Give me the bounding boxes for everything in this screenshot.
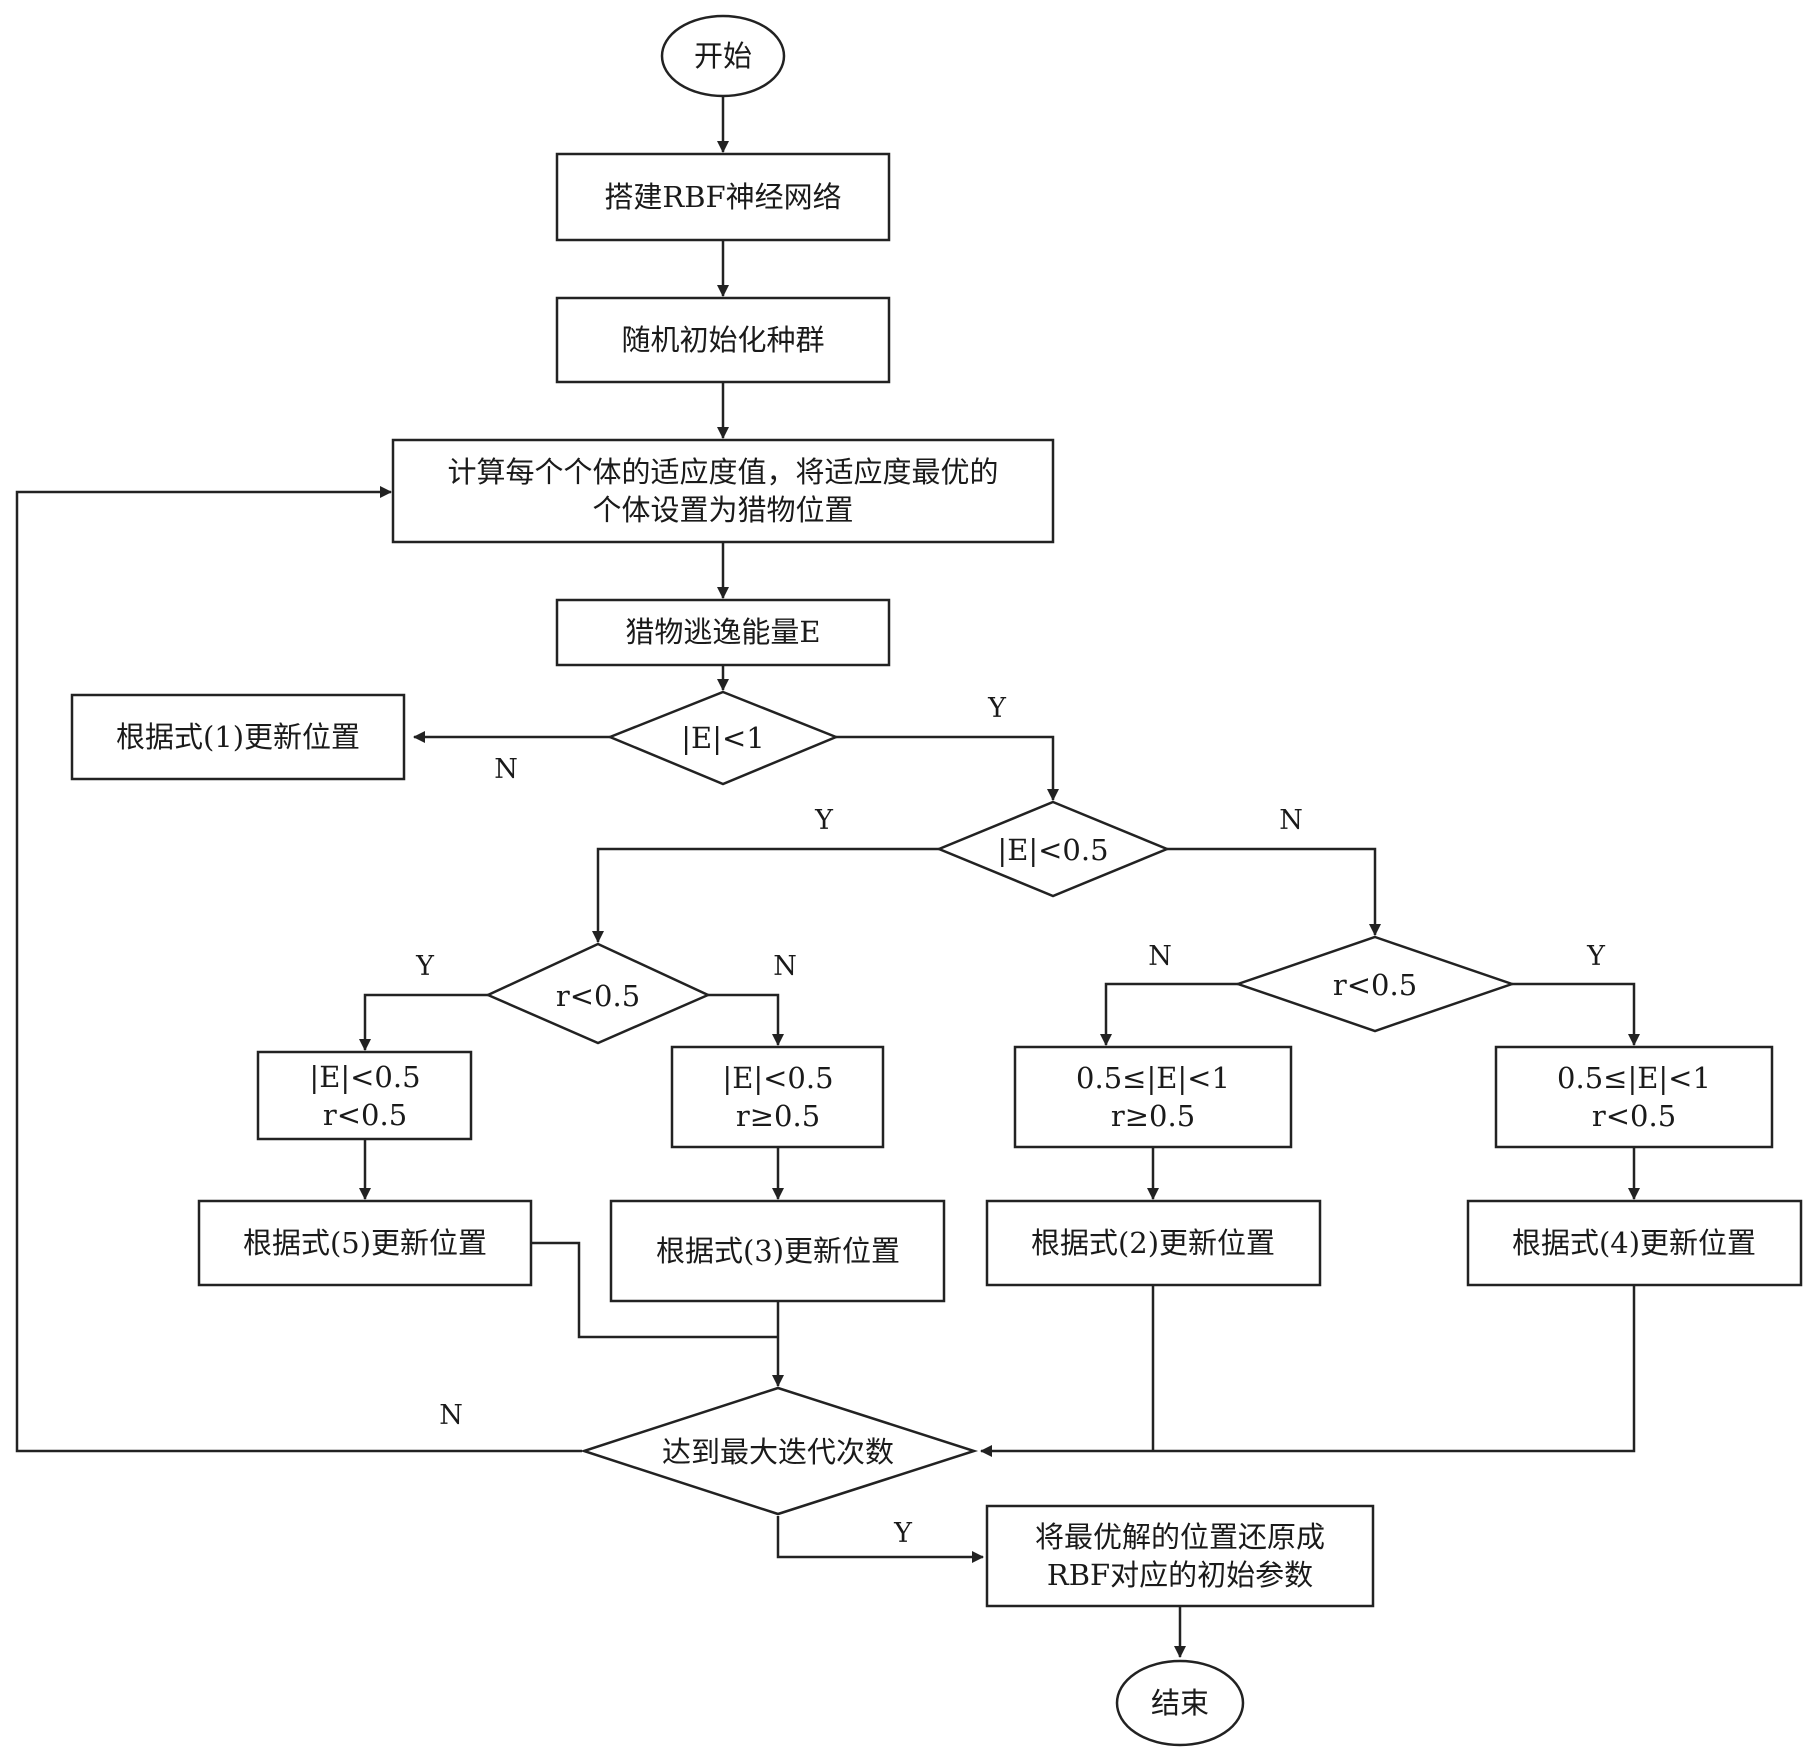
update2-label: 根据式(2)更新位置 <box>1031 1226 1275 1260</box>
decision-e-lt-05-label: |E|<0.5 <box>997 833 1108 867</box>
edge-dec-rl-no <box>708 993 784 1046</box>
node-text-line: r≥0.5 <box>1111 1099 1195 1133</box>
node-text-line: |E|<0.5 <box>722 1061 833 1095</box>
edge-labels: N Y Y N Y N N Y N Y <box>415 693 1606 1549</box>
node-text-line: 个体设置为猎物位置 <box>592 493 853 527</box>
node-text-line: 将最优解的位置还原成 <box>1035 1520 1325 1554</box>
node-text-line: |E|<0.5 <box>997 833 1108 867</box>
label-rl-no: N <box>773 951 797 982</box>
edge-update4-maxiter <box>980 1285 1636 1457</box>
edge-dec-rr-yes <box>1512 982 1640 1046</box>
update3-box <box>609 1199 946 1303</box>
build-rbf-label: 搭建RBF神经网络 <box>604 180 841 214</box>
edge-dec-rr-no <box>1100 982 1238 1046</box>
decision-r-right-label: r<0.5 <box>1333 968 1417 1002</box>
update2-box <box>985 1199 1322 1287</box>
energy-box <box>555 598 891 667</box>
cond2-label: 0.5≤|E|<1 r≥0.5 <box>1076 1061 1230 1133</box>
init-pop-label: 随机初始化种群 <box>621 323 824 357</box>
update3-label: 根据式(3)更新位置 <box>656 1234 900 1268</box>
start-node <box>660 14 786 98</box>
label-rr-no: N <box>1148 941 1172 972</box>
node-text-line: r<0.5 <box>1592 1099 1676 1133</box>
cond5-box <box>256 1050 473 1141</box>
node-text-line: 达到最大迭代次数 <box>662 1435 894 1469</box>
cond5-label: |E|<0.5 r<0.5 <box>309 1060 420 1132</box>
edge-dec-e1-yes <box>836 735 1059 801</box>
decision-e-lt-1 <box>606 690 840 786</box>
end-node-label: 结束 <box>1151 1686 1209 1720</box>
end-node <box>1115 1659 1245 1747</box>
update1-box <box>70 693 406 781</box>
restore-label: 将最优解的位置还原成 RBF对应的初始参数 <box>1035 1520 1325 1592</box>
label-iter-yes: Y <box>893 1518 913 1549</box>
label-rr-yes: Y <box>1586 941 1606 972</box>
node-text-line: 0.5≤|E|<1 <box>1557 1061 1711 1095</box>
decision-max-iter-label: 达到最大迭代次数 <box>662 1435 894 1469</box>
node-text-line: 根据式(4)更新位置 <box>1512 1226 1756 1260</box>
decision-r-right <box>1234 935 1516 1033</box>
build-rbf-box <box>555 152 891 242</box>
node-text-line: r≥0.5 <box>736 1099 820 1133</box>
node-text-line: r<0.5 <box>556 979 640 1013</box>
node-text-line: 0.5≤|E|<1 <box>1076 1061 1230 1095</box>
cond4-box <box>1494 1045 1774 1149</box>
start-node-label: 开始 <box>694 39 752 73</box>
decision-e-lt-05 <box>935 800 1171 898</box>
label-e1-no: N <box>494 754 518 785</box>
node-text-line: r<0.5 <box>323 1098 407 1132</box>
edge-maxiter-no-loop <box>15 486 582 1453</box>
node-text-line: RBF对应的初始参数 <box>1047 1558 1313 1592</box>
node-text-line: 计算每个个体的适应度值，将适应度最优的 <box>447 455 998 489</box>
edge-update5-maxiter <box>531 1241 778 1339</box>
node-text-line: 根据式(5)更新位置 <box>243 1226 487 1260</box>
cond2-box <box>1013 1045 1293 1149</box>
edge-maxiter-yes <box>776 1516 984 1563</box>
label-e1-yes: Y <box>987 693 1007 724</box>
cond3-label: |E|<0.5 r≥0.5 <box>722 1061 833 1133</box>
label-e05-no: N <box>1279 805 1303 836</box>
fitness-box <box>391 438 1055 544</box>
node-text-line: |E|<0.5 <box>309 1060 420 1094</box>
update4-box <box>1466 1199 1803 1287</box>
init-pop-box <box>555 296 891 384</box>
update1-label: 根据式(1)更新位置 <box>116 720 360 754</box>
fitness-label: 计算每个个体的适应度值，将适应度最优的个体设置为猎物位置 <box>447 455 998 527</box>
decision-max-iter <box>579 1386 979 1516</box>
label-e05-yes: Y <box>814 805 834 836</box>
nodes: 开始 搭建RBF神经网络 随机初始化种群 计算每个个体的适应度值，将适应度最优的… <box>70 14 1803 1747</box>
edge-dec-e05-yes <box>592 847 939 943</box>
cond4-label: 0.5≤|E|<1 r<0.5 <box>1557 1061 1711 1133</box>
node-text-line: 根据式(1)更新位置 <box>116 720 360 754</box>
node-text-line: r<0.5 <box>1333 968 1417 1002</box>
edge-dec-e05-no <box>1167 847 1381 936</box>
node-text-line: 搭建RBF神经网络 <box>604 180 841 214</box>
update5-label: 根据式(5)更新位置 <box>243 1226 487 1260</box>
energy-label: 猎物逃逸能量E <box>625 615 820 649</box>
update5-box <box>197 1199 533 1287</box>
node-text-line: 结束 <box>1151 1686 1209 1720</box>
node-text-line: |E|<1 <box>681 721 764 755</box>
node-text-line: 随机初始化种群 <box>621 323 824 357</box>
label-iter-no: N <box>439 1400 463 1431</box>
edge-dec-rl-yes <box>359 993 488 1051</box>
node-text-line: 根据式(3)更新位置 <box>656 1234 900 1268</box>
edges <box>15 96 1640 1658</box>
cond3-box <box>670 1045 885 1149</box>
node-text-line: 开始 <box>694 39 752 73</box>
node-text-line: 猎物逃逸能量E <box>625 615 820 649</box>
decision-r-left <box>484 942 712 1045</box>
update4-label: 根据式(4)更新位置 <box>1512 1226 1756 1260</box>
decision-r-left-label: r<0.5 <box>556 979 640 1013</box>
label-rl-yes: Y <box>415 951 435 982</box>
decision-e-lt-1-label: |E|<1 <box>681 721 764 755</box>
node-text-line: 根据式(2)更新位置 <box>1031 1226 1275 1260</box>
restore-box <box>985 1504 1375 1608</box>
